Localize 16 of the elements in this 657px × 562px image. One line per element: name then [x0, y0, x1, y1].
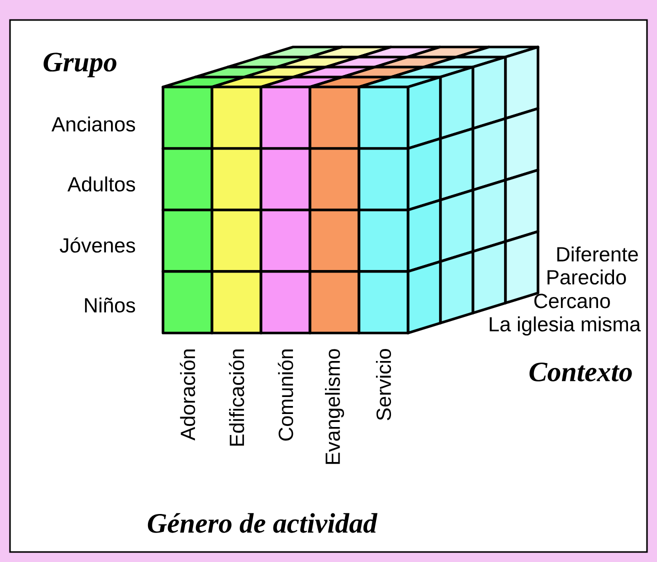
axis-title: Género de actividad: [148, 513, 378, 533]
category-label: Jóvenes: [60, 237, 136, 253]
category-label: Adoración: [180, 350, 196, 440]
category-label: Parecido: [548, 269, 626, 285]
category-label: Edificación: [228, 350, 244, 446]
category-label: Evangelismo: [324, 349, 344, 464]
category-label: Adultos: [67, 176, 136, 192]
category-label: Servicio: [376, 349, 392, 420]
axis-title: Contexto: [530, 362, 632, 382]
category-label: Comunión: [278, 350, 294, 441]
axis-title: Grupo: [44, 52, 116, 78]
category-label: Niños: [85, 297, 136, 313]
category-label: Ancianos: [52, 116, 136, 132]
category-label: Cercano: [534, 294, 610, 308]
category-label: La iglesia misma: [490, 316, 641, 336]
category-label: Diferente: [557, 246, 638, 262]
